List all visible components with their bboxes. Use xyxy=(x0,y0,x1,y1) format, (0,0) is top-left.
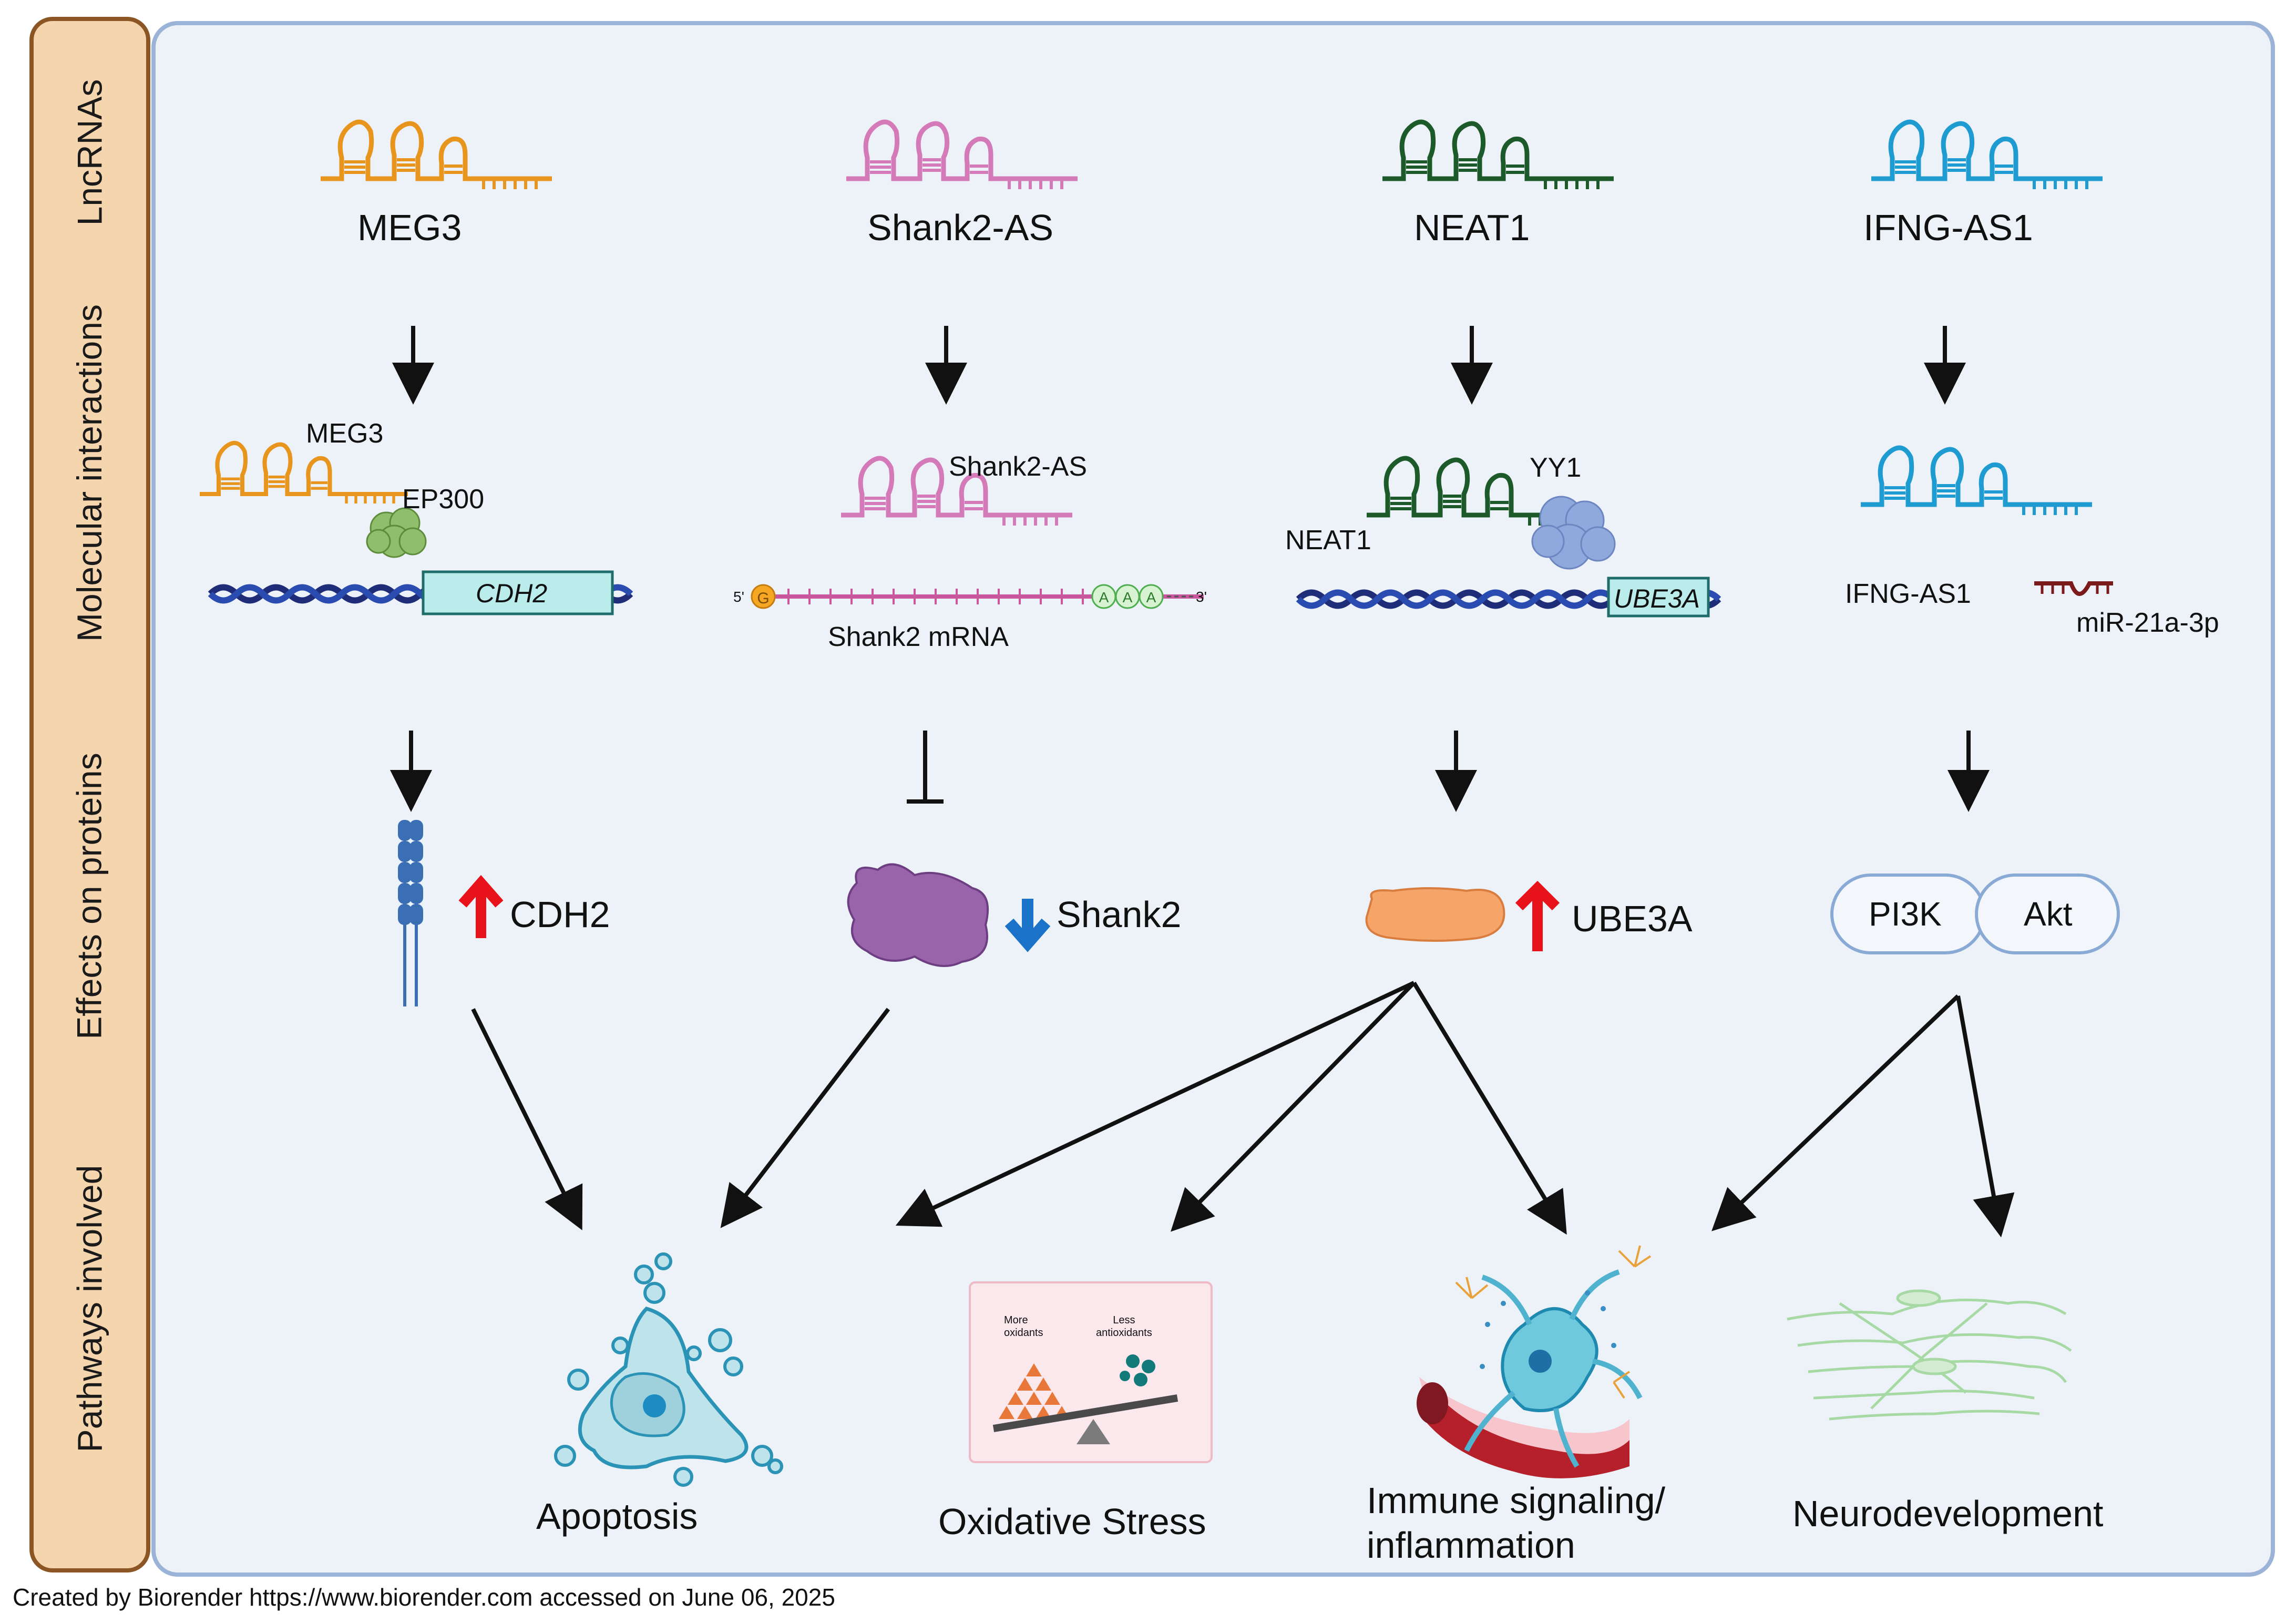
meg3-interaction-label: MEG3 xyxy=(306,418,384,449)
neat1-interaction-label: NEAT1 xyxy=(1285,525,1371,556)
polya-a-2: A xyxy=(1123,589,1133,605)
mir-21a-3p-label: miR-21a-3p xyxy=(2076,608,2219,638)
lncrna-label-shank2-as: Shank2-AS xyxy=(867,207,1054,248)
pathway-neurodevelopment: Neurodevelopment xyxy=(1792,1493,2104,1534)
ube3a-gene-box xyxy=(1607,577,1710,618)
yy1-label: YY1 xyxy=(1530,453,1582,483)
meg3-rna-structure-icon xyxy=(321,122,552,189)
shank2-down-arrow-icon xyxy=(1004,899,1051,952)
ube3a-gene-label: UBE3A xyxy=(1614,584,1700,613)
poly-a-tail-icon xyxy=(1091,584,1164,609)
shank2-protein-icon xyxy=(847,863,989,967)
inhibition-bar-shank2 xyxy=(907,731,944,804)
meg3-bound-rna-icon xyxy=(200,443,408,503)
ube3a-up-arrow-icon xyxy=(1515,880,1560,951)
mir-21a-3p-strand xyxy=(2034,581,2113,596)
arrows-interaction-to-protein xyxy=(390,731,1990,812)
arrows-protein-to-pathway xyxy=(471,981,2015,1238)
cdh2-up-arrow-icon xyxy=(458,875,504,938)
cap-label: G xyxy=(757,590,769,607)
row-label-sidebar xyxy=(29,17,150,1572)
pathway-oxidative-stress: Oxidative Stress xyxy=(938,1501,1206,1542)
ep300-label: EP300 xyxy=(402,484,485,515)
apoptosis-cell-icon xyxy=(554,1252,783,1487)
pathway-immune-line2: inflammation xyxy=(1367,1525,1575,1566)
polya-a-3: A xyxy=(1146,589,1156,605)
akt-pill xyxy=(1975,873,2120,954)
neurodevelopment-neurons-icon xyxy=(1787,1289,2072,1421)
ifng-as1-interaction-label: IFNG-AS1 xyxy=(1845,579,1971,609)
cdh2-cadherin-icon xyxy=(398,820,423,1006)
shank2-protein-label: Shank2 xyxy=(1057,894,1182,935)
three-prime-label: 3' xyxy=(1196,589,1207,605)
shank2-as-interaction-label: Shank2-AS xyxy=(949,451,1088,482)
immune-inflammation-icon xyxy=(1417,1245,1652,1478)
neat1-rna-structure-icon xyxy=(1382,122,1614,189)
lncrna-label-meg3: MEG3 xyxy=(357,207,462,248)
five-prime-label: 5' xyxy=(733,589,744,605)
lncrna-label-ifng-as1: IFNG-AS1 xyxy=(1863,207,2033,248)
ifng-as1-bound-rna-icon xyxy=(1861,448,2092,515)
shank2-as-rna-structure-icon xyxy=(846,122,1078,189)
arrows-lncrna-to-interaction xyxy=(392,326,1966,405)
pathway-immune-line1: Immune signaling/ xyxy=(1367,1480,1666,1521)
diagram-panel xyxy=(151,21,2275,1577)
polya-a-1: A xyxy=(1099,589,1109,605)
cdh2-protein-label: CDH2 xyxy=(510,894,610,935)
five-prime-cap-icon xyxy=(751,584,776,609)
cdh2-gene-label: CDH2 xyxy=(476,579,548,608)
shank2-mrna-label: Shank2 mRNA xyxy=(828,622,1009,652)
lncrna-label-neat1: NEAT1 xyxy=(1414,207,1530,248)
ep300-protein-icon xyxy=(366,507,427,558)
shank2-mrna-bases xyxy=(787,589,1084,604)
pathway-apoptosis: Apoptosis xyxy=(536,1496,698,1537)
pi3k-label: PI3K xyxy=(1869,895,1942,933)
yy1-protein-icon xyxy=(1531,496,1616,570)
oxidative-stress-balance-icon xyxy=(969,1281,1213,1463)
ifng-as1-rna-structure-icon xyxy=(1871,122,2103,189)
akt-label: Akt xyxy=(2024,895,2073,933)
credit-line: Created by Biorender https://www.biorend… xyxy=(13,1584,835,1611)
ube3a-protein-label: UBE3A xyxy=(1572,898,1693,939)
mir-21a-3p-bases xyxy=(2041,583,2109,594)
cdh2-gene-box xyxy=(422,570,614,615)
ube3a-protein-icon xyxy=(1365,887,1505,942)
